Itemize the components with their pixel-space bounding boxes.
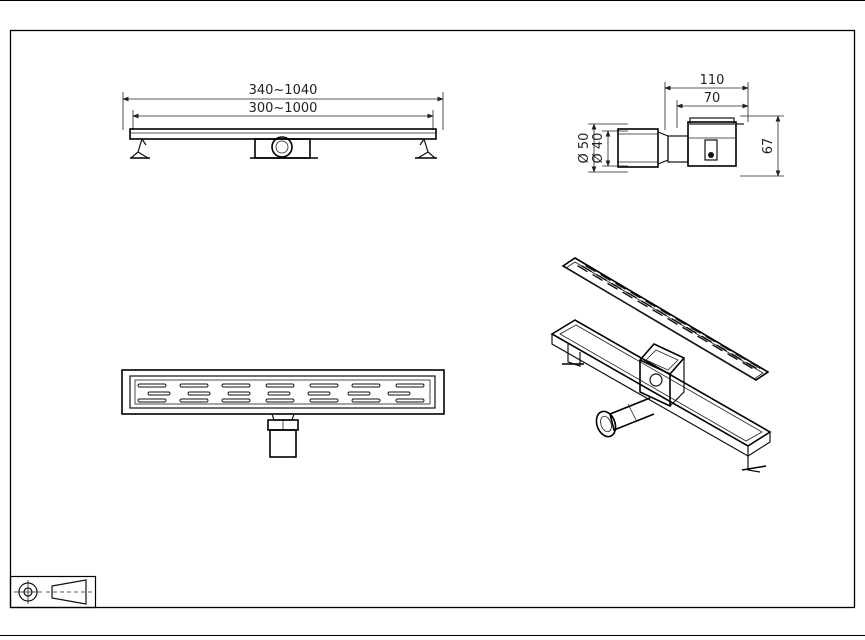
grate-slot — [351, 398, 381, 403]
grate-slot — [395, 383, 425, 388]
grate-slot — [179, 383, 209, 388]
iso-grate-slot — [585, 265, 596, 272]
grate-slot — [347, 391, 371, 396]
iso-grate-slot — [705, 335, 716, 343]
grate-slot — [395, 398, 425, 403]
iso-grate-slot — [727, 353, 738, 360]
iso-grate-slot — [656, 309, 667, 316]
iso-grate-slot — [675, 318, 686, 325]
iso-grate-slot — [671, 318, 682, 325]
iso-grate-slot — [641, 300, 652, 308]
grate-slot — [309, 383, 339, 388]
iso-grate-slot — [682, 326, 693, 334]
grate-slot — [221, 398, 251, 403]
iso-grate-slot — [750, 362, 761, 369]
iso-grate-slot — [581, 265, 592, 272]
grate-slot — [351, 383, 381, 388]
iso-grate-slot — [742, 362, 753, 369]
side-view: 110 70 67 Ø 50 Ø 40 — [577, 73, 784, 177]
iso-grate-slot — [596, 274, 607, 281]
depth-110-label: 110 — [700, 73, 725, 88]
overall-length-label: 340~1040 — [249, 83, 318, 98]
iso-grate-slot — [746, 362, 757, 369]
iso-grate-slot — [735, 353, 746, 360]
iso-grate-slot — [592, 274, 603, 281]
grate-slot — [227, 391, 251, 396]
grate-slot — [137, 398, 167, 403]
iso-grate-slot — [686, 326, 697, 334]
iso-grate-slot — [607, 282, 618, 290]
iso-grate-slot — [667, 318, 678, 325]
iso-grate-slot — [720, 344, 731, 352]
iso-grate-slot — [600, 274, 611, 281]
grate-slot — [309, 398, 339, 403]
offset-70-label: 70 — [704, 91, 721, 106]
iso-grate-slot — [637, 300, 648, 308]
iso-grate-slot — [615, 282, 626, 290]
outer-diameter-label: Ø 50 — [577, 133, 592, 164]
iso-grate-slot — [712, 344, 723, 352]
grate-slot — [307, 391, 331, 396]
iso-grate-slot — [731, 353, 742, 360]
grate-slot — [137, 383, 167, 388]
iso-grate-slot — [716, 344, 727, 352]
iso-grate-slot — [690, 326, 701, 334]
iso-grate-slot — [660, 309, 671, 316]
grate-slot — [265, 383, 295, 388]
iso-grate-slot — [630, 291, 641, 299]
iso-grate-slot — [626, 291, 637, 299]
iso-grate-slot — [622, 291, 633, 299]
channel-length-label: 300~1000 — [249, 101, 318, 116]
grate-slots — [137, 383, 425, 403]
height-67-label: 67 — [761, 138, 776, 155]
front-view: 340~1040 300~1000 — [122, 83, 444, 159]
inner-diameter-label: Ø 40 — [591, 133, 606, 164]
drawing-frame — [9, 29, 856, 609]
first-angle-projection-icon — [9, 575, 97, 609]
isometric-view — [550, 257, 772, 473]
grate-slot — [221, 383, 251, 388]
iso-grate-slot — [645, 300, 656, 308]
grate-slot — [387, 391, 411, 396]
iso-grate-slot — [577, 265, 588, 272]
iso-grate-slot — [697, 335, 708, 343]
grate-slot — [265, 398, 295, 403]
iso-grate-slots — [577, 265, 761, 369]
top-view — [121, 369, 445, 458]
iso-grate-slot — [701, 335, 712, 343]
grate-slot — [147, 391, 171, 396]
iso-grate-slot — [611, 282, 622, 290]
iso-grate-slot — [652, 309, 663, 316]
grate-slot — [179, 398, 209, 403]
grate-slot — [267, 391, 291, 396]
grate-slot — [187, 391, 211, 396]
